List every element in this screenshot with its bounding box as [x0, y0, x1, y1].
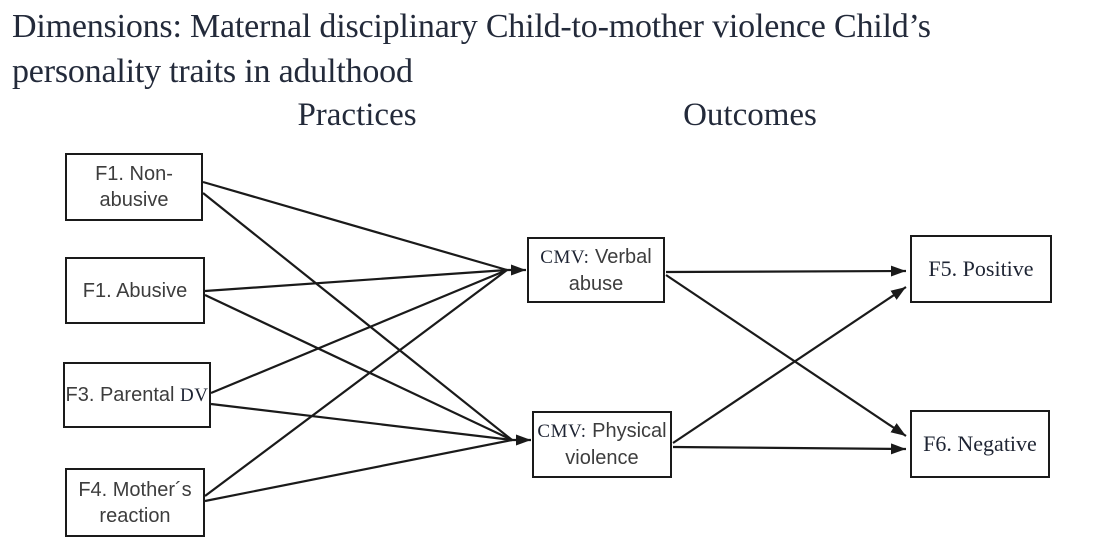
node-f3-parental-dv-label: F3. Parental DV: [65, 383, 209, 406]
node-f1-nonabusive: F1. Non- abusive: [65, 153, 203, 221]
edge-f1-nonabusive-to-cmv-verbal: [202, 180, 508, 272]
edge-f1-abusive-to-cmv-verbal: [204, 268, 508, 293]
edge-cmv-verbal-to-f6-negative: [665, 274, 907, 437]
node-f6-negative-label: F6. Negative: [923, 431, 1037, 456]
edge-f3-parental-to-cmv-physical: [210, 402, 513, 442]
node-f1-abusive-label: F1. Abusive: [82, 279, 188, 302]
edge-f4-mother-to-cmv-verbal: [204, 269, 508, 497]
node-f5-positive: F5. Positive: [910, 235, 1052, 303]
node-f6-negative: F6. Negative: [910, 410, 1050, 478]
node-cmv-verbal-abuse-label: CMV: Verbal abuse: [540, 245, 652, 295]
edge-cmv-physical-to-f6-negative: [672, 443, 907, 455]
edge-cmv-physical-to-f5-positive: [672, 286, 907, 444]
edge-f1-nonabusive-to-cmv-physical: [202, 192, 513, 441]
node-f3-parental-dv: F3. Parental DV: [63, 362, 211, 428]
edge-f1-abusive-to-cmv-physical: [204, 294, 513, 441]
column-header-outcomes: Outcomes: [683, 97, 817, 133]
edge-f4-mother-to-cmv-physical: [204, 438, 513, 503]
node-f4-mothers-reaction: F4. Mother´s reaction: [65, 468, 205, 537]
node-f1-nonabusive-label: F1. Non- abusive: [95, 163, 173, 211]
node-cmv-verbal-abuse: CMV: Verbal abuse: [527, 237, 665, 303]
node-f4-mothers-reaction-label: F4. Mother´s reaction: [78, 478, 192, 527]
node-f1-abusive: F1. Abusive: [65, 257, 205, 324]
figure-title-line2: personality traits in adulthood: [12, 53, 413, 90]
node-cmv-physical-violence: CMV: Physical violence: [532, 411, 672, 478]
figure-title-line1: Dimensions: Maternal disciplinary Child-…: [12, 8, 931, 45]
edge-f3-parental-to-cmv-verbal: [210, 268, 508, 395]
node-f5-positive-label: F5. Positive: [928, 256, 1034, 281]
node-cmv-physical-violence-label: CMV: Physical violence: [537, 420, 667, 469]
figure-title: Dimensions: Maternal disciplinary Child-…: [12, 4, 1112, 94]
column-header-practices: Practices: [297, 97, 417, 133]
edge-cmv-verbal-to-f5-positive: [665, 265, 907, 277]
